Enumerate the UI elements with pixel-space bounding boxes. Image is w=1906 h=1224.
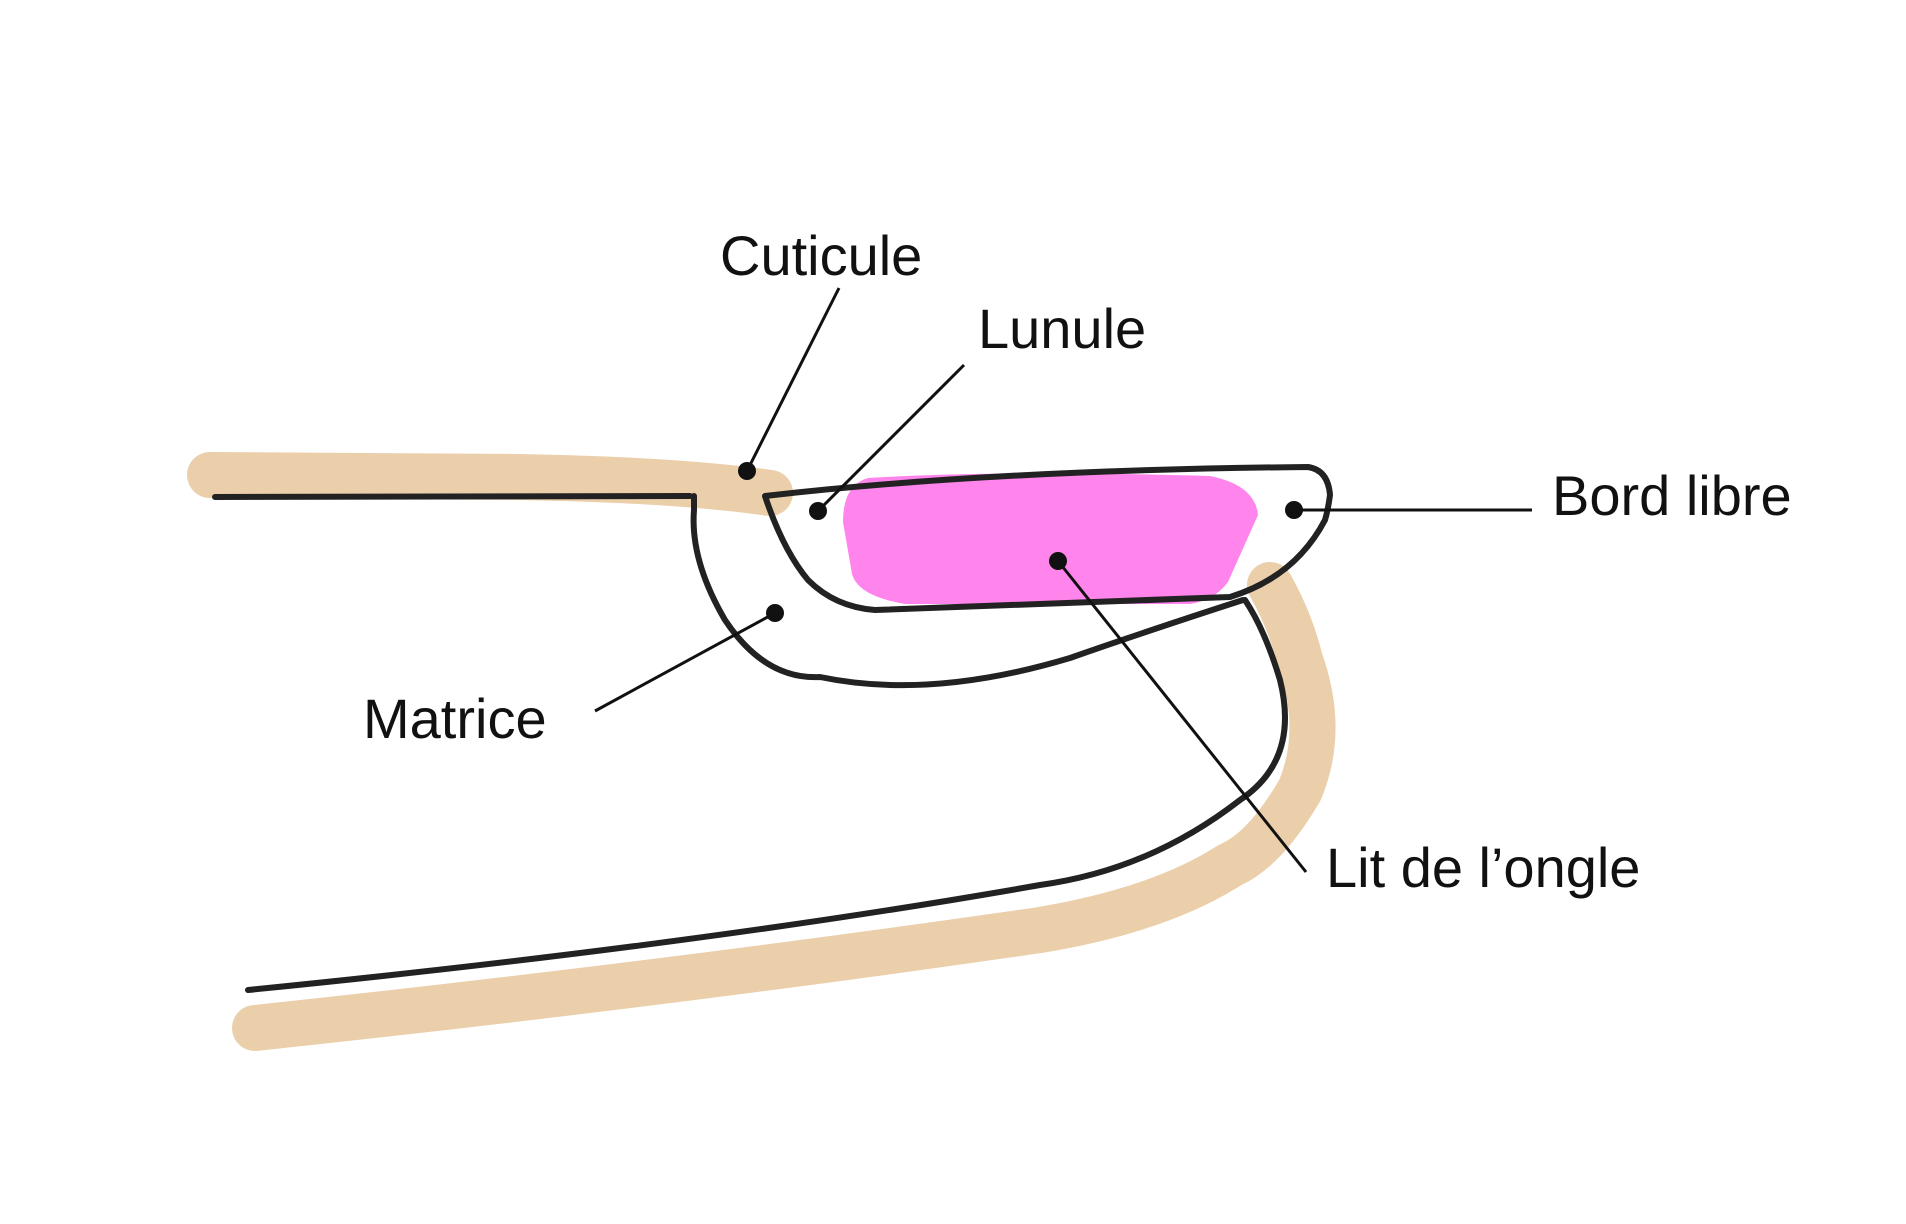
skin-bottom-band bbox=[232, 562, 1336, 1051]
matrix-outline bbox=[690, 493, 1246, 689]
cuticle-marker-dot bbox=[738, 462, 756, 480]
matrix-label: Matrice bbox=[363, 687, 547, 750]
nail-bed-label: Lit de l’ongle bbox=[1326, 836, 1640, 899]
finger-top-outline bbox=[212, 493, 693, 500]
free-edge-label: Bord libre bbox=[1552, 464, 1792, 527]
cuticle-label: Cuticule bbox=[720, 224, 922, 287]
lunula-marker-dot bbox=[809, 502, 827, 520]
finger-bottom-outline bbox=[245, 597, 1288, 993]
nail-plate-outline bbox=[762, 464, 1333, 613]
free-edge-marker-dot bbox=[1285, 501, 1303, 519]
nail-bed-leader-line bbox=[1056, 560, 1308, 873]
lunula-label: Lunule bbox=[978, 297, 1146, 360]
nail-bed-marker-dot bbox=[1049, 552, 1067, 570]
lunula-leader-line bbox=[816, 363, 966, 513]
nail-bed-fill bbox=[843, 473, 1258, 604]
matrix-leader-line bbox=[594, 611, 776, 713]
skin-top-band bbox=[187, 452, 793, 516]
cuticle-leader-line bbox=[745, 287, 841, 472]
matrix-marker-dot bbox=[766, 604, 784, 622]
